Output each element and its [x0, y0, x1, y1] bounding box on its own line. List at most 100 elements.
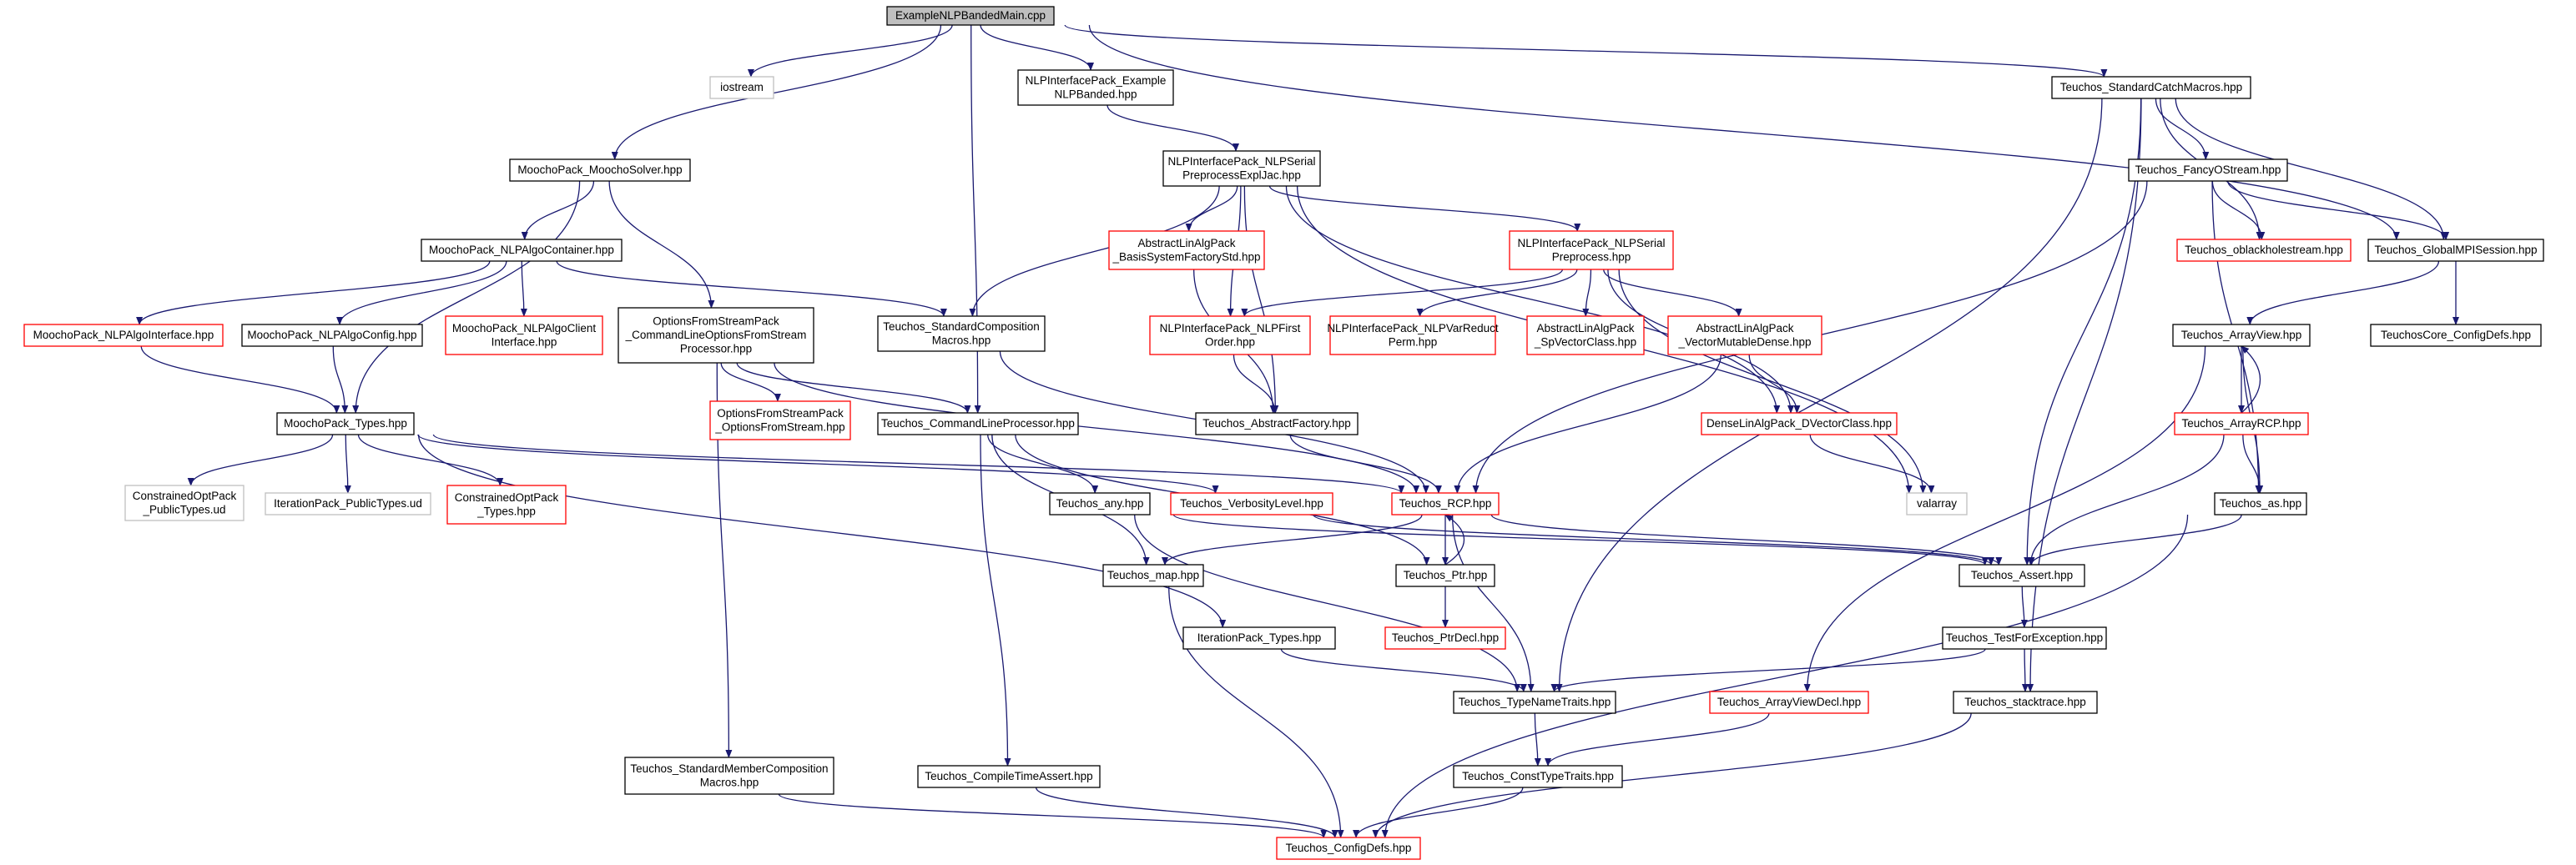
- node-label-line: Teuchos_TypeNameTraits.hpp: [1459, 696, 1611, 708]
- node-constrained_types[interactable]: ConstrainedOptPack_Types.hpp: [446, 485, 567, 525]
- node-map[interactable]: Teuchos_map.hpp: [1102, 564, 1204, 587]
- node-box: [2367, 239, 2544, 262]
- node-box: [1526, 315, 1645, 355]
- node-nlp_algo_container[interactable]: MoochoPack_NLPAlgoContainer.hpp: [421, 239, 623, 262]
- edge-std_catch-to-assert: [2024, 98, 2142, 566]
- node-array_view[interactable]: Teuchos_ArrayView.hpp: [2172, 324, 2311, 347]
- node-iostream[interactable]: iostream: [709, 76, 774, 99]
- node-abslinalg_basis[interactable]: AbstractLinAlgPack_BasisSystemFactoryStd…: [1108, 230, 1265, 270]
- node-core_config[interactable]: TeuchosCore_ConfigDefs.hpp: [2370, 324, 2542, 347]
- node-verbosity[interactable]: Teuchos_VerbosityLevel.hpp: [1170, 492, 1333, 515]
- node-array_view_decl[interactable]: Teuchos_ArrayViewDecl.hpp: [1709, 691, 1869, 714]
- edge-nlpif_serial_expl-to-dense_linalg: [1285, 185, 1781, 414]
- edge-moocho_solver-to-ofs_cmdline: [608, 180, 715, 309]
- edge-compile_time_assert-to-config_defs: [1035, 787, 1338, 838]
- edge-rcp-to-assert: [1490, 514, 2003, 566]
- edge-std_member_comp-to-config_defs: [778, 793, 1328, 838]
- node-label-line: MoochoPack_Types.hpp: [284, 417, 407, 430]
- node-std_member_comp[interactable]: Teuchos_StandardMemberCompositionMacros.…: [624, 757, 834, 795]
- node-label-line: MoochoPack_MoochoSolver.hpp: [517, 163, 682, 176]
- node-box: [1170, 492, 1333, 515]
- node-rcp[interactable]: Teuchos_RCP.hpp: [1391, 492, 1500, 515]
- node-valarray[interactable]: valarray: [1906, 492, 1968, 515]
- edge-array_rcp-to-array_view: [2241, 345, 2261, 414]
- node-label-line: Macros.hpp: [932, 334, 991, 346]
- node-ofs_cmdline[interactable]: OptionsFromStreamPack_CommandLineOptions…: [618, 307, 814, 364]
- node-type_name_traits[interactable]: Teuchos_TypeNameTraits.hpp: [1453, 691, 1616, 714]
- edge-cmdline_proc-to-compile_time_assert: [980, 434, 1011, 767]
- edge-moocho_types-to-constrained_ud: [187, 434, 334, 486]
- node-ptr_decl[interactable]: Teuchos_PtrDecl.hpp: [1384, 626, 1506, 650]
- node-box: [1195, 412, 1359, 435]
- node-std_catch[interactable]: Teuchos_StandardCatchMacros.hpp: [2051, 76, 2251, 99]
- node-root[interactable]: ExampleNLPBandedMain.cpp: [886, 6, 1055, 26]
- node-label-line: Teuchos_GlobalMPISession.hpp: [2374, 244, 2537, 256]
- node-label-line: Teuchos_ArrayRCP.hpp: [2181, 417, 2301, 430]
- node-label-line: Teuchos_StandardMemberComposition: [630, 762, 828, 775]
- node-abslinalg_sp[interactable]: AbstractLinAlgPack_SpVectorClass.hpp: [1526, 315, 1645, 355]
- node-config_defs[interactable]: Teuchos_ConfigDefs.hpp: [1276, 837, 1421, 860]
- node-assert[interactable]: Teuchos_Assert.hpp: [1958, 564, 2085, 587]
- node-label-line: _Types.hpp: [476, 505, 536, 517]
- node-any[interactable]: Teuchos_any.hpp: [1049, 492, 1151, 515]
- node-box: [1942, 626, 2107, 650]
- edge-nlpif_serial_pre-to-abslinalg_vmd: [1603, 269, 1742, 317]
- edge-nlpif_serial_expl-to-abslinalg_basis: [1185, 185, 1238, 232]
- node-label-line: ConstrainedOptPack: [455, 491, 559, 504]
- edge-std_catch-to-fancy_ostream: [2155, 98, 2210, 160]
- node-test_for_exc[interactable]: Teuchos_TestForException.hpp: [1942, 626, 2107, 650]
- node-nlpif_example[interactable]: NLPInterfacePack_ExampleNLPBanded.hpp: [1017, 69, 1174, 106]
- node-dense_linalg[interactable]: DenseLinAlgPack_DVectorClass.hpp: [1701, 412, 1898, 435]
- node-compile_time_assert[interactable]: Teuchos_CompileTimeAssert.hpp: [917, 765, 1101, 788]
- node-as[interactable]: Teuchos_as.hpp: [2214, 492, 2307, 515]
- edge-root-to-global_mpi: [1088, 24, 2400, 240]
- node-label-line: valarray: [1917, 497, 1957, 510]
- node-nlp_algo_config[interactable]: MoochoPack_NLPAlgoConfig.hpp: [241, 324, 423, 347]
- node-box: [709, 400, 851, 440]
- node-label-line: NLPInterfacePack_NLPFirst: [1160, 322, 1301, 334]
- node-label-line: Teuchos_CompileTimeAssert.hpp: [925, 770, 1092, 782]
- node-constrained_ud[interactable]: ConstrainedOptPack_PublicTypes.ud: [124, 485, 244, 521]
- node-label-line: Perm.hpp: [1389, 335, 1438, 348]
- node-label-line: MoochoPack_NLPAlgoContainer.hpp: [429, 244, 614, 256]
- node-stacktrace[interactable]: Teuchos_stacktrace.hpp: [1953, 691, 2098, 714]
- node-fancy_ostream[interactable]: Teuchos_FancyOStream.hpp: [2128, 158, 2288, 182]
- node-label-line: NLPInterfacePack_NLPSerial: [1167, 155, 1315, 168]
- node-global_mpi[interactable]: Teuchos_GlobalMPISession.hpp: [2367, 239, 2544, 262]
- node-box: [917, 765, 1101, 788]
- node-nlpif_serial_expl[interactable]: NLPInterfacePack_NLPSerialPreprocessExpl…: [1162, 150, 1321, 187]
- node-nlp_algo_interface[interactable]: MoochoPack_NLPAlgoInterface.hpp: [23, 324, 224, 347]
- edge-verbosity-to-assert: [1313, 514, 1994, 566]
- node-array_rcp[interactable]: Teuchos_ArrayRCP.hpp: [2174, 412, 2309, 435]
- edge-nlpif_serial_expl-to-abstract_factory: [1243, 185, 1279, 414]
- node-box: [2051, 76, 2251, 99]
- node-moocho_types[interactable]: MoochoPack_Types.hpp: [276, 412, 415, 435]
- node-ptr[interactable]: Teuchos_Ptr.hpp: [1395, 564, 1495, 587]
- node-moocho_solver[interactable]: MoochoPack_MoochoSolver.hpp: [509, 158, 691, 182]
- node-label-line: Teuchos_AbstractFactory.hpp: [1202, 417, 1351, 430]
- edge-assert-to-test_for_exc: [2020, 586, 2028, 628]
- node-box: [2176, 239, 2352, 262]
- node-label-line: Teuchos_map.hpp: [1107, 569, 1199, 581]
- node-abstract_factory[interactable]: Teuchos_AbstractFactory.hpp: [1195, 412, 1359, 435]
- node-iteration_types[interactable]: IterationPack_Types.hpp: [1182, 626, 1336, 650]
- node-abslinalg_vmd[interactable]: AbstractLinAlgPack_VectorMutableDense.hp…: [1667, 315, 1822, 355]
- node-cmdline_proc[interactable]: Teuchos_CommandLineProcessor.hpp: [877, 412, 1079, 435]
- node-iteration_ud[interactable]: IterationPack_PublicTypes.ud: [265, 492, 431, 515]
- node-label-line: OptionsFromStreamPack: [717, 407, 844, 420]
- node-ofs_pack[interactable]: OptionsFromStreamPack_OptionsFromStream.…: [709, 400, 851, 440]
- edge-nlpif_example-to-nlpif_serial_expl: [1107, 104, 1239, 152]
- node-const_type_traits[interactable]: Teuchos_ConstTypeTraits.hpp: [1453, 765, 1623, 788]
- node-oblackhole[interactable]: Teuchos_oblackholestream.hpp: [2176, 239, 2352, 262]
- node-box: [1709, 691, 1869, 714]
- node-box: [877, 315, 1046, 352]
- edge-moocho_solver-to-nlp_algo_container: [521, 180, 595, 240]
- node-label-line: _PublicTypes.ud: [142, 503, 225, 515]
- node-label-line: Teuchos_ConfigDefs.hpp: [1286, 842, 1412, 854]
